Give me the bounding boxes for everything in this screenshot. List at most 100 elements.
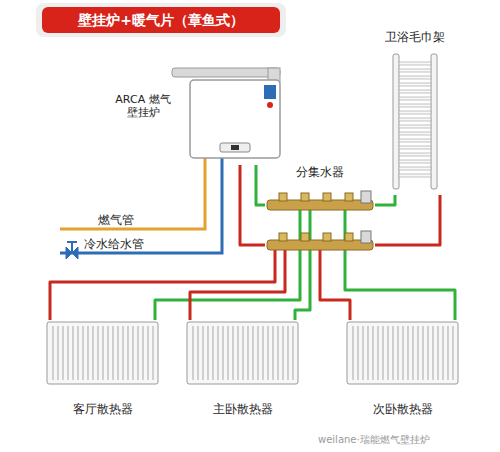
radiator-fin — [267, 326, 268, 380]
pipe-connector — [50, 270, 300, 320]
rack-bar — [399, 104, 431, 107]
radiator-fin — [97, 326, 98, 380]
valve-handle — [67, 241, 77, 243]
towel-rack: 卫浴毛巾架 — [385, 30, 445, 195]
radiator-drawing — [187, 322, 298, 384]
radiator-fin — [392, 326, 393, 380]
radiator-fin — [112, 326, 113, 380]
title-banner: 壁挂炉+暖气片（章鱼式） — [42, 7, 280, 33]
boiler-body — [190, 80, 280, 158]
radiator: 次卧散热器 — [345, 320, 460, 420]
radiator-fin — [232, 326, 233, 380]
radiator-fin — [227, 326, 228, 380]
rack-bar — [399, 62, 431, 65]
boiler-badge — [264, 85, 276, 99]
gas-pipe — [60, 158, 205, 229]
boiler-display — [220, 143, 250, 152]
rack-bar — [399, 139, 431, 142]
rack-bar — [399, 146, 431, 149]
supply-pipe — [375, 195, 440, 245]
radiator-fin — [292, 326, 293, 380]
node-label: 客厅散热器 — [45, 402, 160, 416]
radiator-fin — [197, 326, 198, 380]
radiator-fin — [417, 326, 418, 380]
cold-water-pipe — [60, 158, 222, 253]
radiator-fin — [442, 326, 443, 380]
manifold-valve — [345, 233, 353, 241]
radiator-fin — [62, 326, 63, 380]
title-backdrop — [36, 3, 286, 37]
supply-pipe — [190, 270, 285, 320]
rack-bar — [399, 125, 431, 128]
valve-symbol — [66, 247, 78, 259]
node-label: 主卧散热器 — [185, 402, 300, 416]
radiator-fin — [272, 326, 273, 380]
manifold-valve — [345, 193, 353, 201]
radiator-fin — [77, 326, 78, 380]
pipe-connector — [375, 195, 440, 245]
radiator-fin — [152, 326, 153, 380]
radiator-fin — [122, 326, 123, 380]
radiator-fin — [382, 326, 383, 380]
rack-bar — [399, 132, 431, 135]
diagram-title: 壁挂炉+暖气片（章鱼式） — [42, 7, 280, 33]
radiator-fin — [262, 326, 263, 380]
rack-bar — [399, 97, 431, 100]
rack-bar — [399, 167, 431, 170]
rack-bar — [399, 76, 431, 79]
radiator-fin — [207, 326, 208, 380]
radiator-fin — [402, 326, 403, 380]
radiator-fin — [132, 326, 133, 380]
radiator-fin — [222, 326, 223, 380]
radiator-fin — [117, 326, 118, 380]
rack-rail — [431, 54, 437, 189]
radiator-fin — [437, 326, 438, 380]
rack-bar — [399, 118, 431, 121]
manifold-valve — [301, 233, 309, 241]
radiator-fin — [242, 326, 243, 380]
radiator-fin — [367, 326, 368, 380]
towel-rack-shape — [385, 30, 445, 195]
radiator-fin — [377, 326, 378, 380]
radiator-fin — [202, 326, 203, 380]
manifold-valve — [323, 193, 331, 201]
manifold-valve — [279, 233, 287, 241]
radiator-fin — [237, 326, 238, 380]
return-pipe — [295, 270, 310, 320]
pipe-connector — [320, 270, 455, 320]
boiler-badge-dot — [267, 102, 273, 108]
radiator-fin — [432, 326, 433, 380]
node-label: 次卧散热器 — [345, 402, 460, 416]
return-pipe — [256, 165, 265, 205]
rack-rail — [393, 54, 399, 189]
radiator-fin — [82, 326, 83, 380]
radiator-fin — [102, 326, 103, 380]
supply-pipe — [50, 270, 275, 320]
rack-bar — [399, 69, 431, 72]
rack-bar — [399, 83, 431, 86]
radiator-drawing — [47, 322, 158, 384]
return-pipe — [155, 270, 300, 320]
radiator-panel — [347, 322, 458, 384]
rack-bar — [399, 111, 431, 114]
radiator-fin — [147, 326, 148, 380]
radiator-fin — [52, 326, 53, 380]
manifold-valve — [323, 233, 331, 241]
valve-stem — [71, 243, 73, 253]
pipe-connector — [240, 165, 265, 245]
radiator: 客厅散热器 — [45, 320, 160, 420]
radiator-fin — [87, 326, 88, 380]
radiator-fin — [247, 326, 248, 380]
radiator-fin — [412, 326, 413, 380]
radiator-fin — [72, 326, 73, 380]
towel-rack-drawing — [393, 54, 437, 189]
radiator-fin — [192, 326, 193, 380]
boiler-screen — [231, 145, 239, 150]
radiator-fin — [107, 326, 108, 380]
pipe-connector — [190, 270, 310, 320]
rack-bar — [399, 90, 431, 93]
node-label: 卫浴毛巾架 — [375, 30, 455, 44]
watermark: weilane·瑞能燃气壁挂炉 — [318, 433, 430, 447]
radiator-fin — [137, 326, 138, 380]
